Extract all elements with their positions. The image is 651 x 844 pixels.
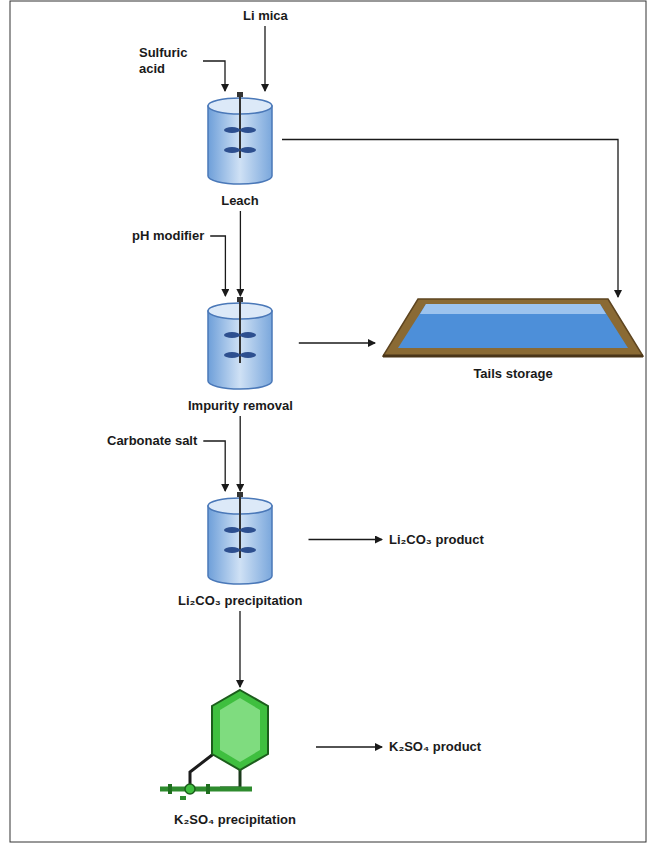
input-output-label: Sulfuric acid <box>135 45 201 77</box>
unit-label: Impurity removal <box>188 398 293 414</box>
process-unit: Li₂CO₃ precipitation <box>174 492 306 609</box>
stream-label: Carbonate salt <box>107 433 197 449</box>
flow-arrow <box>264 26 265 91</box>
unit-label: Leach <box>221 193 259 209</box>
tails-storage-node: Tails storage <box>378 298 648 382</box>
tailings-pond <box>382 298 644 360</box>
flow-arrow <box>282 140 618 298</box>
stream-label: pH modifier <box>132 228 204 244</box>
stream-label: Sulfuric acid <box>139 45 197 77</box>
unit-label: Tails storage <box>473 366 552 382</box>
stirred-tank <box>204 92 276 187</box>
unit-label: Li₂CO₃ precipitation <box>178 593 302 609</box>
unit-label: K₂SO₄ precipitation <box>174 812 296 828</box>
flow-arrow <box>210 236 225 296</box>
process-unit: Leach <box>200 92 280 209</box>
flow-arrow <box>316 746 382 747</box>
flow-arrow <box>240 416 241 491</box>
flow-arrow <box>203 441 225 491</box>
flow-arrow <box>299 342 375 343</box>
input-output-label: Li mica <box>239 8 292 24</box>
process-unit: Impurity removal <box>184 297 297 414</box>
stream-label: K₂SO₄ product <box>389 739 481 755</box>
input-output-label: Li₂CO₃ product <box>385 532 488 548</box>
flow-arrow <box>203 61 225 91</box>
stirred-tank <box>204 492 276 587</box>
process-unit: K₂SO₄ precipitation <box>156 688 314 828</box>
flow-arrow <box>240 211 241 296</box>
flow-arrow <box>239 611 240 687</box>
crystallizer <box>160 688 310 806</box>
stream-label: Li mica <box>243 8 288 24</box>
input-output-label: Carbonate salt <box>103 433 201 449</box>
input-output-label: K₂SO₄ product <box>385 739 485 755</box>
flow-arrow <box>309 539 383 540</box>
frame-border <box>10 1 646 842</box>
stirred-tank <box>204 297 276 392</box>
input-output-label: pH modifier <box>128 228 208 244</box>
stream-label: Li₂CO₃ product <box>389 532 484 548</box>
